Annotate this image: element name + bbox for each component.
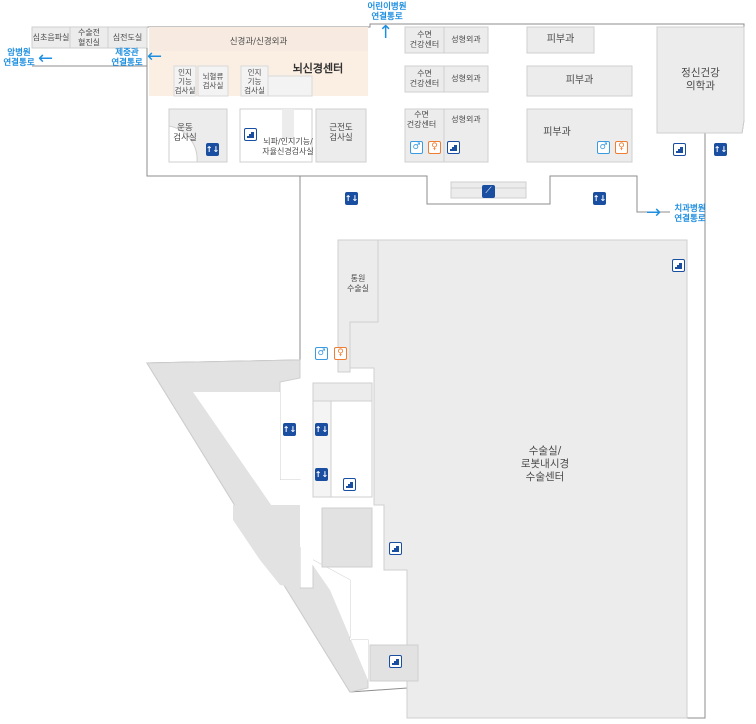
stairs-icon — [672, 259, 685, 272]
plastic-surgery: 성형외과 — [451, 74, 481, 83]
restroom-female-icon: ♀ — [615, 141, 628, 154]
plastic-surgery: 성형외과 — [451, 35, 481, 44]
plastic-surgery: 성형외과 — [451, 115, 481, 124]
stairs-icon — [673, 143, 686, 156]
escalator-icon: ⟋ — [482, 185, 495, 198]
eeg-room: 뇌파/인지기능/ 자율신경검사실 — [262, 137, 314, 156]
restroom-male-icon: ♂ — [315, 347, 328, 360]
arrow-icon: ← — [147, 46, 163, 67]
psychiatry: 정신건강 의학과 — [681, 67, 720, 92]
ultrasound-room: 심초음파실 — [32, 32, 70, 42]
dermatology: 피부과 — [543, 127, 571, 138]
stairs-icon — [389, 542, 402, 555]
elevator-icon: ↑↓ — [282, 423, 297, 436]
stairs-icon — [244, 128, 257, 141]
cognitive-test-room: 인지 기능 검사실 — [174, 67, 196, 95]
arrow-icon: ← — [38, 48, 54, 69]
arrow-icon: → — [646, 202, 662, 223]
jejung-hall-link[interactable]: 제중관 연결통로 — [111, 48, 143, 68]
elevator-icon: ↑↓ — [592, 192, 607, 205]
emg-room: 근전도 검사실 — [329, 123, 353, 143]
elevator-icon: ↑↓ — [314, 423, 329, 436]
cerebral-blood-flow-room: 뇌혈류 검사실 — [202, 72, 224, 90]
motor-test-room: 운동 검사실 — [173, 123, 197, 143]
cognitive-test-room: 인지 기능 검사실 — [244, 67, 265, 95]
stairs-icon — [389, 655, 402, 668]
sleep-center: 수면 건강센터 — [409, 30, 440, 49]
main-operating-center: 수술실/ 로봇내시경 수술센터 — [520, 444, 570, 483]
ecg-room: 심전도실 — [112, 32, 143, 42]
stairs-icon — [447, 141, 460, 154]
restroom-female-icon: ♀ — [428, 141, 441, 154]
stairs-icon — [343, 478, 356, 491]
sleep-center: 수면 건강센터 — [409, 69, 440, 88]
elevator-icon: ↑↓ — [713, 143, 728, 156]
elevator-icon: ↑↓ — [205, 143, 220, 156]
sleep-center: 수면 건강센터 — [406, 110, 437, 129]
arrow-icon: ↑ — [378, 22, 394, 43]
childrens-hospital-link[interactable]: 어린이병원 연결통로 — [367, 2, 407, 22]
dermatology: 피부과 — [565, 75, 594, 86]
dental-hospital-link[interactable]: 치과병원 연결통로 — [674, 204, 706, 224]
main-or-block — [349, 239, 688, 719]
neuro-center-title: 뇌신경센터 — [292, 62, 344, 75]
neuro-header-band — [149, 27, 368, 51]
cardiac-cath-room: 수술전 혈진실 — [77, 27, 101, 47]
restroom-female-icon: ♀ — [334, 347, 347, 360]
restroom-male-icon: ♂ — [410, 141, 423, 154]
restroom-male-icon: ♂ — [597, 141, 610, 154]
neuro-header: 신경과/신경외과 — [229, 37, 288, 47]
top-left-wing — [31, 26, 148, 49]
dermatology: 피부과 — [546, 34, 575, 45]
day-surgery-room: 통원 수술실 — [346, 274, 370, 293]
elevator-icon: ↑↓ — [344, 192, 359, 205]
cancer-hospital-link[interactable]: 암병원 연결통로 — [3, 48, 35, 68]
elevator-icon: ↑↓ — [314, 468, 329, 481]
